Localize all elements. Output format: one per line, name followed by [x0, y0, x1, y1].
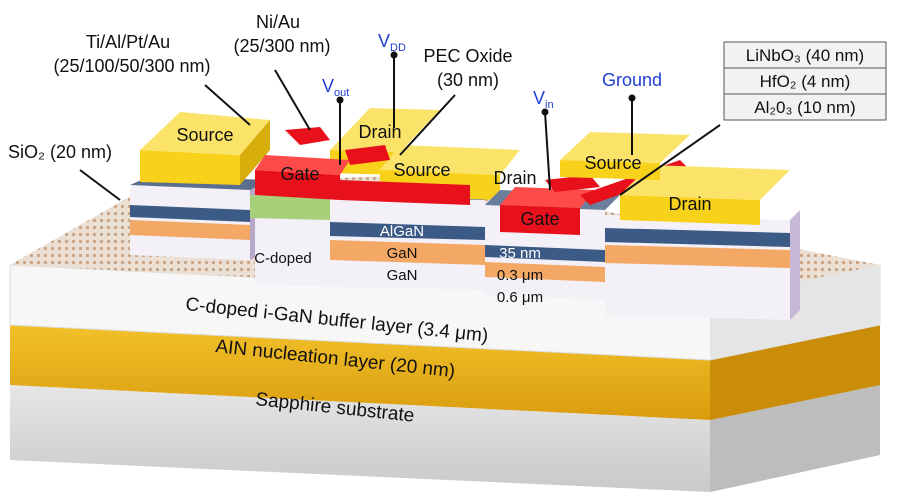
drain-1-label: Drain [358, 122, 401, 142]
thickness-35nm-label: 35 nm [499, 245, 541, 262]
legend-hfo2: HfO₂ (4 nm) [760, 72, 851, 91]
pec-oxide-label-1: PEC Oxide [423, 46, 512, 66]
ground-label: Ground [602, 70, 662, 90]
source-3-label: Source [584, 153, 641, 173]
drain-3-label: Drain [668, 194, 711, 214]
dielectric-stack-legend: LiNbO₃ (40 nm) HfO₂ (4 nm) Al₂0₃ (10 nm) [723, 41, 887, 121]
ohmic-metal-label-2: (25/100/50/300 nm) [53, 56, 210, 76]
vin-label: Vin [533, 88, 554, 111]
nucleation-layer [10, 325, 880, 420]
gate-2-label: Gate [520, 209, 559, 229]
ohmic-metal-label-1: Ti/Al/Pt/Au [86, 32, 170, 52]
mesa-left [130, 112, 270, 260]
vin-node-dot [541, 108, 549, 116]
vout-label: Vout [322, 76, 349, 99]
algan-label: AlGaN [380, 223, 424, 240]
sio2-label: SiO₂ (20 nm) [8, 142, 112, 162]
source-1-label: Source [176, 125, 233, 145]
mesa-right [560, 132, 800, 320]
gan-1-label: GaN [387, 245, 418, 262]
vdd-node-dot [390, 51, 398, 59]
leader-lines [79, 55, 721, 201]
mesa-middle [250, 108, 520, 290]
drain-2-label: Drain [493, 168, 536, 188]
c-doped-label: C-doped [254, 250, 312, 267]
vout-node-dot [336, 96, 344, 104]
gate-metal-label-2: (25/300 nm) [233, 36, 330, 56]
substrate-layer [10, 385, 880, 492]
vdd-label: VDD [378, 31, 406, 54]
legend-linbo3: LiNbO₃ (40 nm) [746, 46, 864, 65]
gate-metal-label-1: Ni/Au [256, 12, 300, 32]
gate-1-label: Gate [280, 164, 319, 184]
legend-al2o3: Al₂0₃ (10 nm) [754, 98, 855, 117]
thickness-0-6um-label: 0.6 μm [497, 289, 543, 306]
pec-oxide-label-2: (30 nm) [437, 70, 499, 90]
source-2-label: Source [393, 160, 450, 180]
gan-2-label: GaN [387, 267, 418, 284]
thickness-0-3um-label: 0.3 μm [497, 267, 543, 284]
ground-node-dot [628, 94, 636, 102]
